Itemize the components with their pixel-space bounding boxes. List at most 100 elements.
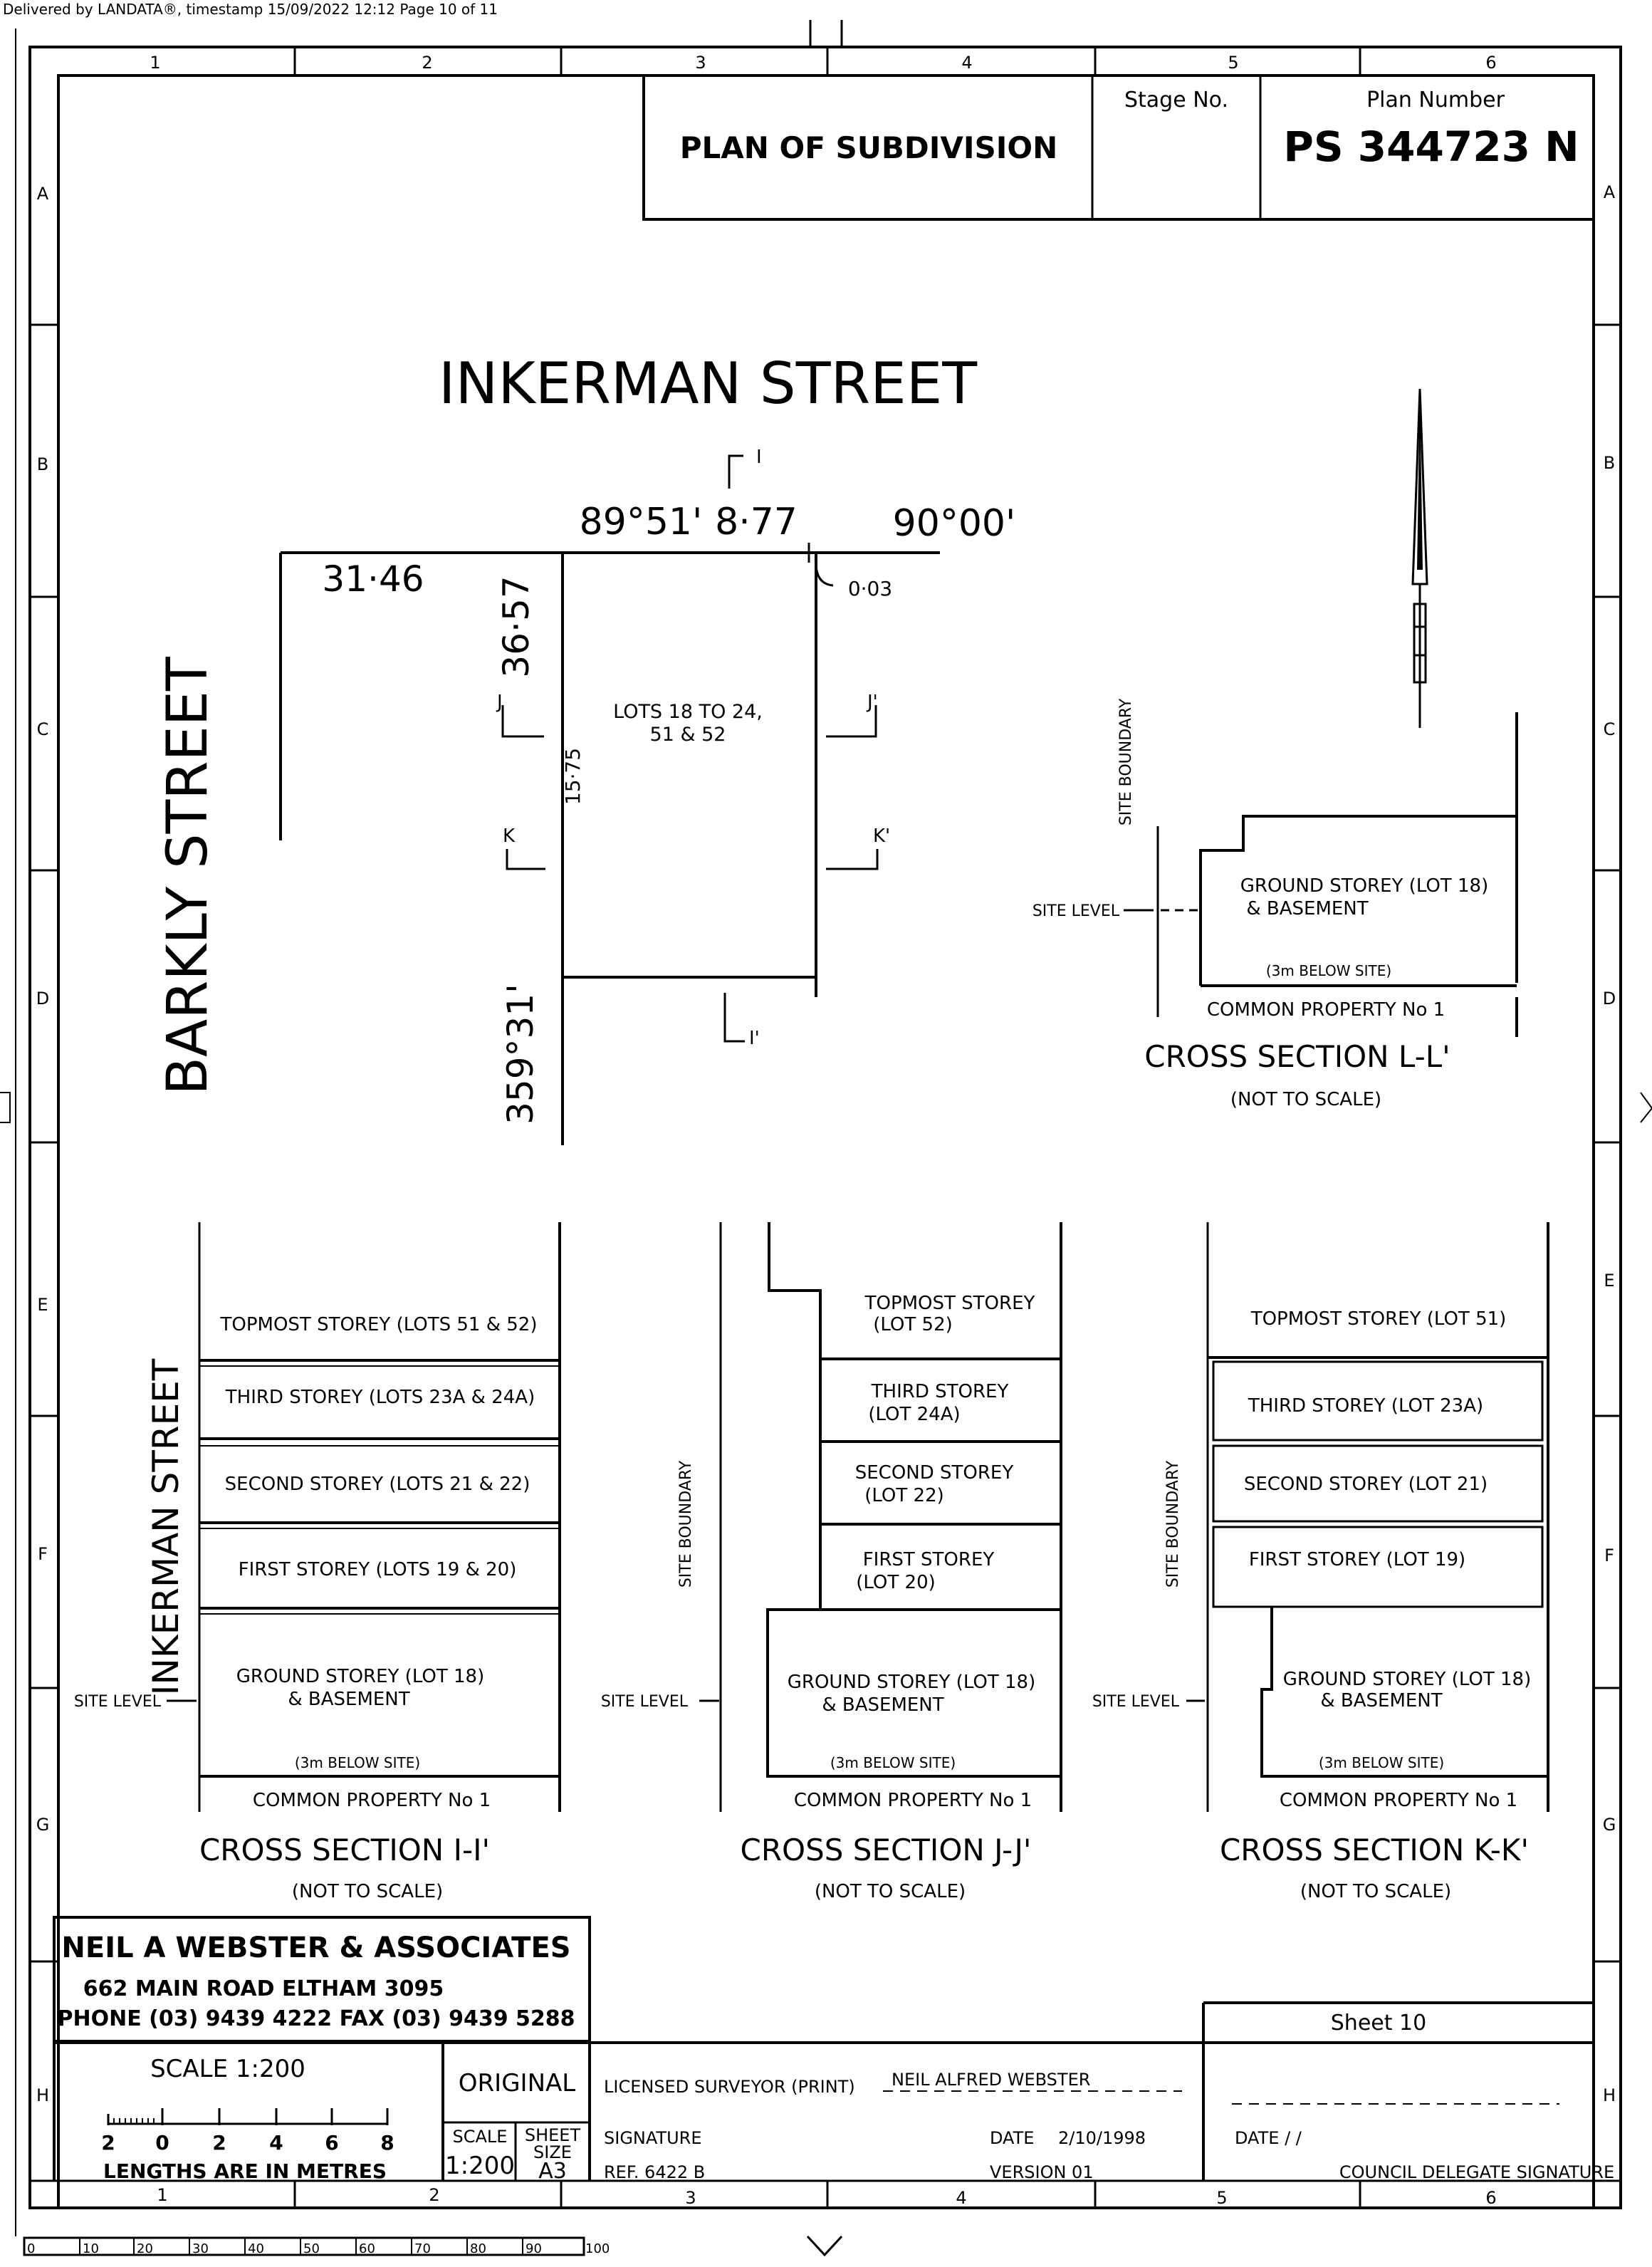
lots-label-2: 51 & 52 — [650, 724, 726, 746]
svg-text:PHONE (03) 9439 4222 FAX (03: PHONE (03) 9439 4222 FAX (03) 9439 5288 — [57, 2006, 575, 2031]
plan-number-label: Plan Number — [1366, 88, 1505, 113]
svg-text:COMMON PROPERTY No 1: COMMON PROPERTY No 1 — [253, 1790, 491, 1811]
svg-text:K: K — [503, 825, 516, 847]
svg-text:SIZE: SIZE — [533, 2142, 572, 2162]
svg-text:COMMON PROPERTY No 1: COMMON PROPERTY No 1 — [1280, 1790, 1517, 1811]
svg-text:SITE LEVEL: SITE LEVEL — [74, 1693, 162, 1711]
svg-text:LICENSED SURVEYOR (PRINT): LICENSED SURVEYOR (PRINT) — [604, 2077, 855, 2097]
svg-text:SECOND STOREY (LOTS 21 & 22): SECOND STOREY (LOTS 21 & 22) — [225, 1474, 530, 1495]
svg-text:F: F — [38, 1544, 48, 1564]
svg-text:D: D — [1603, 989, 1616, 1009]
svg-text:40: 40 — [248, 2241, 264, 2256]
svg-text:G: G — [1603, 1815, 1616, 1835]
svg-text:662 MAIN ROAD ELTHAM 3095: 662 MAIN ROAD ELTHAM 3095 — [83, 1976, 444, 2001]
svg-text:(NOT TO SCALE): (NOT TO SCALE) — [815, 1881, 966, 1902]
svg-text:THIRD STOREY (LOT 23A): THIRD STOREY (LOT 23A) — [1248, 1395, 1483, 1417]
svg-text:REF. 6422 B: REF. 6422 B — [604, 2162, 705, 2182]
svg-text:C: C — [1604, 719, 1616, 739]
svg-text:FIRST STOREY: FIRST STOREY — [863, 1549, 995, 1570]
plan-number: PS 344723 N — [1283, 123, 1579, 171]
section-jj-title: CROSS SECTION J-J' — [741, 1833, 1032, 1867]
svg-text:2: 2 — [422, 53, 432, 73]
svg-text:80: 80 — [470, 2241, 486, 2256]
svg-text:& BASEMENT: & BASEMENT — [1320, 1690, 1442, 1711]
svg-text:1:200: 1:200 — [445, 2152, 515, 2180]
svg-text:(NOT TO SCALE): (NOT TO SCALE) — [1230, 1089, 1381, 1110]
svg-text:B: B — [1604, 453, 1615, 473]
svg-text:E: E — [1604, 1271, 1614, 1291]
svg-text:K': K' — [873, 825, 890, 847]
svg-text:(LOT 24A): (LOT 24A) — [868, 1404, 960, 1425]
svg-text:& BASEMENT: & BASEMENT — [1246, 898, 1368, 919]
svg-text:SITE LEVEL: SITE LEVEL — [1092, 1693, 1180, 1711]
svg-text:1: 1 — [150, 53, 160, 73]
svg-text:THIRD STOREY: THIRD STOREY — [871, 1381, 1009, 1402]
svg-text:ORIGINAL: ORIGINAL — [459, 2069, 575, 2097]
distance-vertical: 36·57 — [496, 575, 537, 677]
cross-section-ii: INKERMAN STREET SITE LEVEL TOPMOST STORE… — [74, 1222, 561, 1902]
svg-text:90: 90 — [526, 2241, 542, 2256]
svg-text:10: 10 — [83, 2241, 99, 2256]
svg-text:THIRD STOREY (LOTS 23A & 24: THIRD STOREY (LOTS 23A & 24A) — [225, 1387, 535, 1408]
svg-text:& BASEMENT: & BASEMENT — [288, 1689, 409, 1710]
svg-text:6: 6 — [325, 2131, 338, 2154]
svg-text:50: 50 — [303, 2241, 320, 2256]
row-dividers — [30, 323, 1621, 1963]
svg-text:70: 70 — [414, 2241, 431, 2256]
offset-dimension: 0·03 — [848, 577, 892, 600]
svg-text:GROUND STOREY (LOT 18): GROUND STOREY (LOT 18) — [1283, 1669, 1531, 1690]
site-plan: INKERMAN STREET BARKLY STREET 89°51' 8·7… — [156, 350, 1428, 1145]
svg-text:(3m BELOW SITE): (3m BELOW SITE) — [830, 1754, 956, 1771]
row-labels: AB CD EF GH AB CD EF GH — [36, 182, 1616, 2105]
depth-dimension: 15·75 — [561, 748, 585, 805]
column-dividers — [293, 47, 1361, 2208]
svg-text:1: 1 — [157, 2185, 167, 2205]
svg-text:SCALE: SCALE — [453, 2127, 508, 2147]
title-block: PLAN OF SUBDIVISION Stage No. Plan Numbe… — [642, 74, 1595, 221]
svg-text:SIGNATURE: SIGNATURE — [604, 2128, 701, 2148]
svg-text:DATE: DATE — [990, 2128, 1034, 2148]
svg-text:5: 5 — [1228, 53, 1238, 73]
svg-text:GROUND STOREY (LOT 18): GROUND STOREY (LOT 18) — [788, 1672, 1035, 1693]
svg-text:SCALE 1:200: SCALE 1:200 — [150, 2055, 305, 2083]
svg-text:SITE BOUNDARY: SITE BOUNDARY — [1164, 1460, 1182, 1588]
svg-text:4: 4 — [961, 53, 972, 73]
svg-text:2: 2 — [101, 2131, 115, 2154]
svg-text:GROUND STOREY (LOT 18): GROUND STOREY (LOT 18) — [1240, 875, 1488, 897]
svg-text:0: 0 — [27, 2241, 35, 2256]
delivery-stamp: Delivered by LANDATA®, timestamp 15/09/2… — [3, 1, 498, 18]
svg-text:C: C — [37, 719, 49, 739]
svg-text:4: 4 — [269, 2131, 283, 2154]
svg-text:2/10/1998: 2/10/1998 — [1058, 2128, 1146, 2148]
svg-text:3: 3 — [695, 53, 706, 73]
svg-text:VERSION 01: VERSION 01 — [990, 2162, 1094, 2182]
lots-label-1: LOTS 18 TO 24, — [613, 701, 763, 723]
svg-text:FIRST STOREY (LOT 19): FIRST STOREY (LOT 19) — [1249, 1549, 1465, 1570]
svg-text:SITE LEVEL: SITE LEVEL — [1032, 902, 1120, 920]
svg-text:SITE BOUNDARY: SITE BOUNDARY — [1117, 698, 1135, 825]
inkerman-street-label: INKERMAN STREET — [439, 350, 978, 417]
svg-text:DATE / /: DATE / / — [1235, 2128, 1302, 2148]
svg-text:GROUND STOREY (LOT 18): GROUND STOREY (LOT 18) — [236, 1666, 484, 1687]
svg-text:3: 3 — [685, 2188, 696, 2208]
svg-text:COMMON PROPERTY No 1: COMMON PROPERTY No 1 — [794, 1790, 1032, 1811]
svg-text:LENGTHS ARE IN METRES: LENGTHS ARE IN METRES — [103, 2159, 387, 2183]
stage-label: Stage No. — [1124, 88, 1228, 113]
svg-text:SECOND STOREY: SECOND STOREY — [855, 1462, 1014, 1484]
svg-text:6: 6 — [1485, 53, 1496, 73]
barkly-street-label: BARKLY STREET — [156, 657, 220, 1095]
svg-text:I': I' — [749, 1028, 760, 1049]
svg-text:J': J' — [866, 692, 878, 713]
svg-text:(NOT TO SCALE): (NOT TO SCALE) — [292, 1881, 443, 1902]
firm-name: NEIL A WEBSTER & ASSOCIATES — [61, 1932, 570, 1964]
svg-text:TOPMOST STOREY (LOTS 51 & 52): TOPMOST STOREY (LOTS 51 & 52) — [220, 1314, 538, 1335]
svg-text:20: 20 — [137, 2241, 153, 2256]
svg-text:G: G — [36, 1815, 50, 1835]
svg-text:D: D — [36, 989, 49, 1009]
svg-text:F: F — [1604, 1546, 1614, 1565]
section-ii-title: CROSS SECTION I-I' — [199, 1833, 490, 1867]
svg-text:60: 60 — [359, 2241, 375, 2256]
svg-text:(LOT 20): (LOT 20) — [856, 1572, 936, 1593]
